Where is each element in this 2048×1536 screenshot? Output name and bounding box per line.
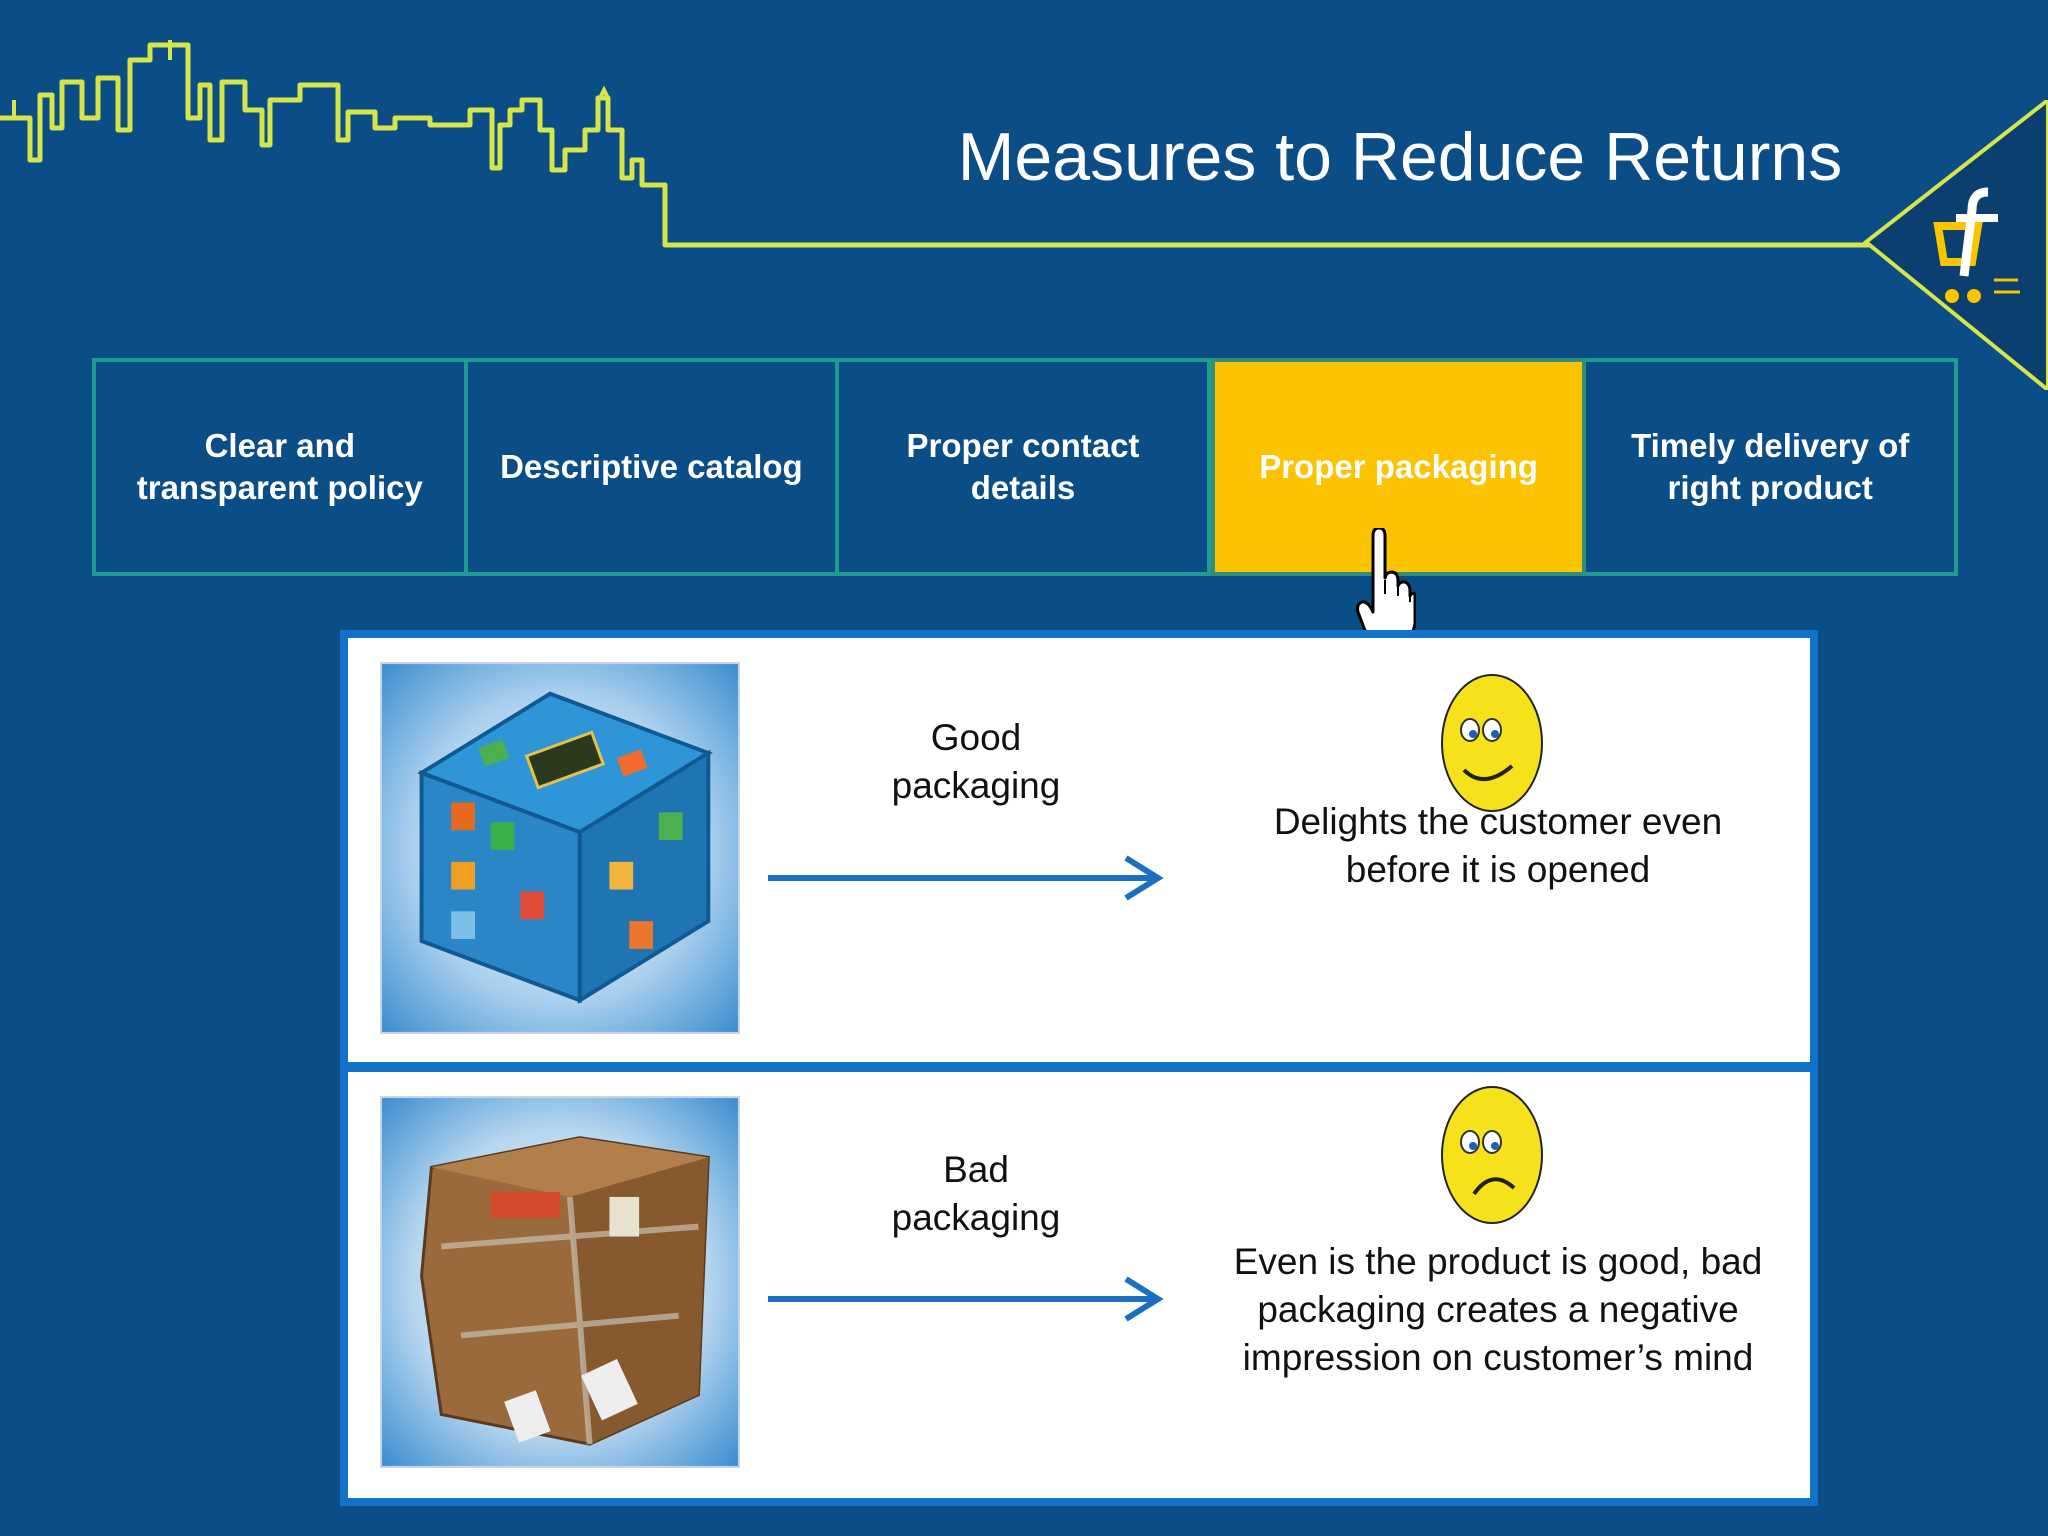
tab-descriptive-catalog[interactable]: Descriptive catalog (468, 362, 840, 572)
arrow-right-icon (768, 1276, 1164, 1322)
hand-pointer-icon (1356, 528, 1416, 654)
tab-clear-transparent-policy[interactable]: Clear and transparent policy (96, 362, 468, 572)
tab-proper-contact-details[interactable]: Proper contact details (839, 362, 1211, 572)
measures-tab-bar: Clear and transparent policy Descriptive… (92, 358, 1958, 576)
bad-packaging-label: Bad packaging (891, 1149, 1061, 1238)
tab-proper-packaging[interactable]: Proper packaging (1210, 358, 1587, 576)
colorful-gift-box-image (380, 662, 740, 1034)
damaged-cardboard-box-image (380, 1096, 740, 1468)
good-packaging-label: Good packaging (891, 717, 1061, 806)
sad-face-icon (1441, 1086, 1543, 1224)
tab-timely-delivery[interactable]: Timely delivery of right product (1631, 427, 1910, 506)
bad-packaging-card: Bad packaging Even is the product is goo… (348, 1072, 1810, 1498)
flipkart-logo-icon (1862, 100, 2048, 390)
arrow-right-icon (768, 855, 1164, 901)
happy-face-icon (1441, 674, 1543, 812)
slide-title: Measures to Reduce Returns (957, 119, 1843, 195)
good-packaging-card: Good packaging Delights the customer eve… (348, 638, 1810, 1062)
city-skyline-decoration (0, 40, 1909, 248)
good-packaging-description: Delights the customer even before it is … (1273, 801, 1723, 890)
bad-packaging-description: Even is the product is good, bad packagi… (1233, 1241, 1763, 1378)
packaging-comparison-panel: Good packaging Delights the customer eve… (340, 630, 1818, 1506)
